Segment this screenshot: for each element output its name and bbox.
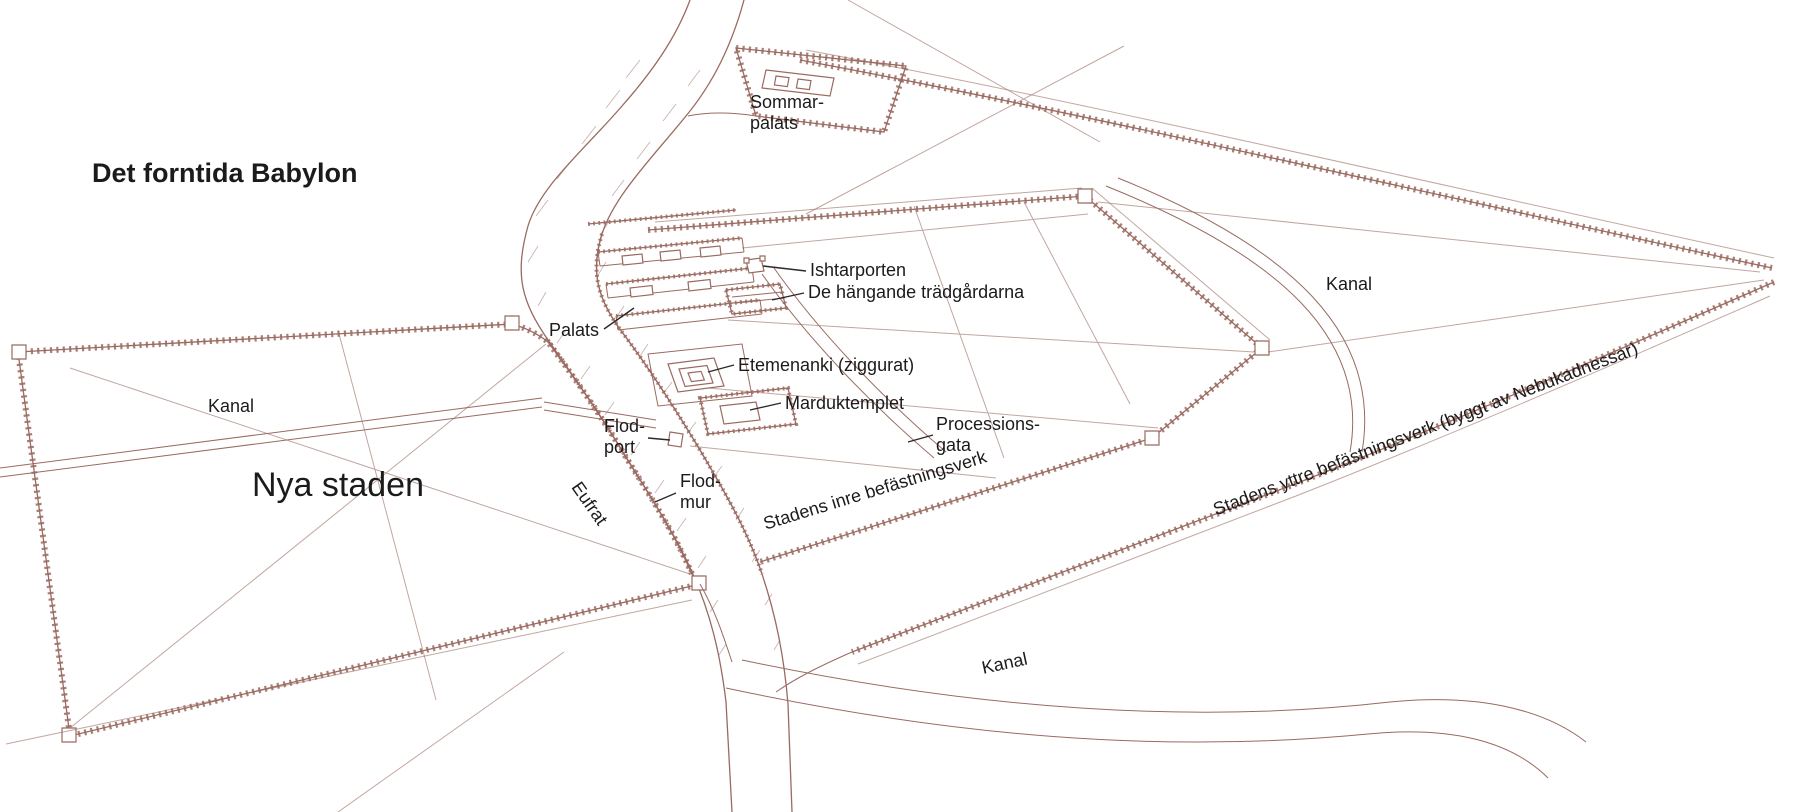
procession-street — [761, 267, 947, 459]
marduk-temple — [698, 386, 798, 436]
canal-right — [1105, 177, 1366, 453]
label-ishtarporten: Ishtarporten — [810, 260, 907, 280]
new-city-walls — [0, 315, 707, 743]
ishtar-gate — [743, 255, 766, 274]
label-nya-staden: Nya staden — [252, 466, 424, 504]
label-kanal-right: Kanal — [1326, 274, 1373, 294]
label-kanal-left: Kanal — [208, 396, 255, 416]
label-marduktemplet: Marduktemplet — [785, 393, 905, 413]
city-streets — [689, 201, 1255, 479]
label-flodmur: Flod- mur — [680, 471, 722, 512]
label-etemenanki: Etemenanki (ziggurat) — [738, 355, 915, 375]
leader-lines — [603, 265, 934, 503]
canal-bottom — [699, 583, 1587, 779]
inner-city-walls — [648, 187, 1271, 562]
etemenanki-ziggurat — [647, 343, 753, 407]
palace-complex — [586, 208, 763, 331]
outer-wall-north — [800, 49, 1774, 268]
label-hangande-tradgardarna: De hängande trädgårdarna — [808, 282, 1025, 302]
label-sommarpalats: Sommar- palats — [750, 92, 825, 133]
label-palats: Palats — [549, 320, 600, 340]
label-flodport: Flod- port — [604, 416, 646, 457]
river-gate — [667, 431, 684, 448]
label-processionsgata: Processions- gata — [936, 414, 1041, 455]
map-title: Det forntida Babylon — [92, 158, 358, 188]
summer-palace-complex — [687, 48, 906, 132]
outer-roads — [5, 0, 1765, 812]
outer-wall-southeast — [775, 282, 1774, 693]
euphrates-river — [520, 0, 793, 812]
